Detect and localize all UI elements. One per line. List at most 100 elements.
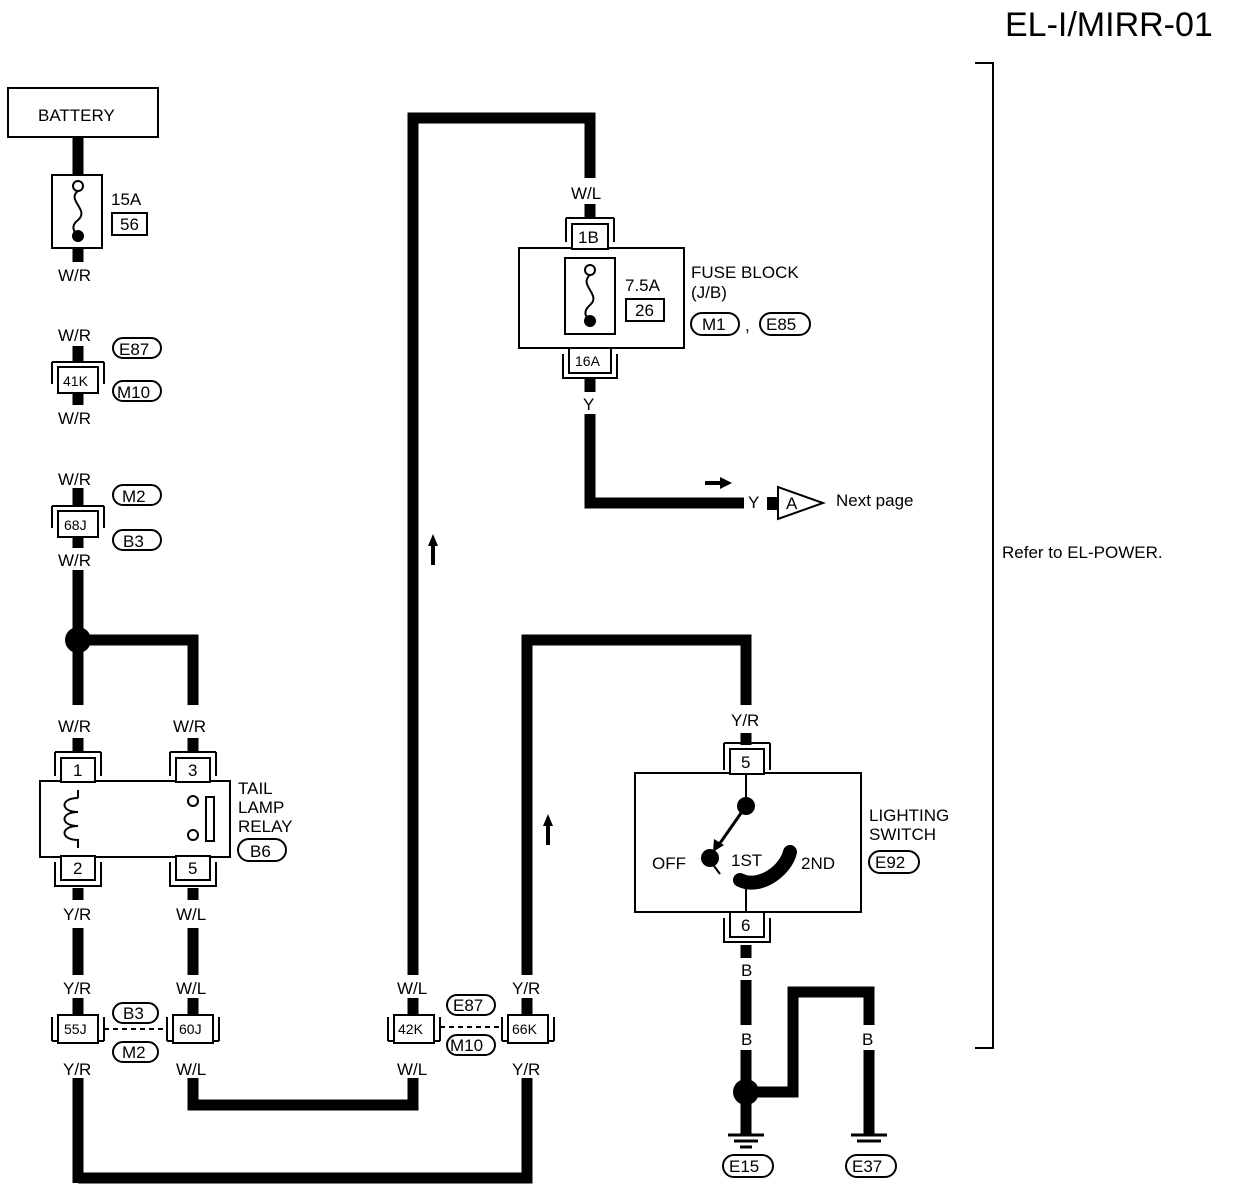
- wire-label-yr-3: Y/R: [63, 1060, 91, 1079]
- fuse-block-title-1: FUSE BLOCK: [691, 263, 799, 282]
- relay-pin1-label: 1: [73, 761, 82, 780]
- relay-title-1: TAIL: [238, 779, 273, 798]
- relay-pin1-box: [60, 757, 96, 783]
- relay-pin2-label: 2: [73, 859, 82, 878]
- connector-66k-pin: 66K: [512, 1021, 538, 1037]
- relay-contact-top: [187, 795, 199, 807]
- relay-pin1-housing: [54, 751, 102, 776]
- connector-42k-pin: 42K: [398, 1021, 424, 1037]
- page-id: EL-I/MIRR-01: [1005, 6, 1213, 44]
- conn-m10-label-2: M10: [450, 1036, 483, 1055]
- connector-60j-pin: 60J: [179, 1021, 202, 1037]
- next-page-ref: A: [786, 494, 798, 513]
- fuse-block-1b-housing: [565, 217, 615, 242]
- fuse-block-16a-label: 16A: [575, 353, 601, 369]
- conn-b3-tag: [112, 529, 162, 551]
- wire-b-ground-loop: [752, 986, 875, 1098]
- relay-switch-bar-icon: [205, 796, 215, 842]
- fuse-block-conn1-tag: [690, 312, 740, 336]
- fuse-block-1b-label: 1B: [578, 228, 599, 247]
- switch-off-contact: [701, 849, 719, 867]
- switch-pin6-box: [729, 911, 765, 938]
- next-page-arrow-icon: [777, 485, 826, 521]
- relay-body: [39, 780, 231, 858]
- switch-lever-icon: [716, 805, 748, 847]
- flow-arrow-right: [705, 477, 732, 489]
- wire-label-wl-5: W/L: [397, 1060, 427, 1079]
- connector-42k: 42K: [387, 1014, 441, 1044]
- switch-pos-1st: 1ST: [731, 851, 762, 870]
- fuse-26-top-terminal: [584, 264, 596, 276]
- conn-b3-label-2: B3: [123, 1004, 144, 1023]
- conn-m10-tag: [112, 380, 162, 402]
- relay-conn-tag: [237, 838, 287, 862]
- conn-b3-label: B3: [123, 532, 144, 551]
- relay-pin3-label: 3: [188, 761, 197, 780]
- conn-m10-tag-2: [446, 1034, 496, 1056]
- ground-e37-icon: [851, 1133, 887, 1143]
- wire-label-wl-2: W/L: [176, 979, 206, 998]
- conn-m2-tag-2: [112, 1041, 159, 1063]
- switch-pos-off: OFF: [652, 854, 686, 873]
- wire-wl-riser: [407, 112, 596, 975]
- relay-conn-label: B6: [250, 842, 271, 861]
- next-page-text: Next page: [836, 491, 914, 510]
- fuse-block-16a-housing: [562, 354, 618, 379]
- fuse-block-title-2: (J/B): [691, 283, 727, 302]
- relay-pin3-housing: [169, 751, 217, 776]
- wire-label-yr-1: Y/R: [63, 905, 91, 924]
- wire-label-yr-2: Y/R: [63, 979, 91, 998]
- wire-y-next: [584, 414, 744, 509]
- wire-label-b-2: B: [741, 1030, 752, 1049]
- connector-68j-pin: 68J: [64, 517, 87, 533]
- wire-label-b-1: B: [741, 961, 752, 980]
- conn-m10-label: M10: [117, 383, 150, 402]
- wire-label-wl-4: W/L: [397, 979, 427, 998]
- wire-label-y-1: Y: [583, 395, 594, 414]
- wire-label-yr-switch: Y/R: [731, 711, 759, 730]
- fuse-26-number-box: [625, 298, 665, 322]
- conn-e87-label-2: E87: [453, 996, 483, 1015]
- fuse-56-bottom-terminal: [72, 230, 84, 242]
- wire-yr-bottom-loop: [78, 1078, 533, 1184]
- wire-label-wl-3: W/L: [176, 1060, 206, 1079]
- ground-e15-icon: [728, 1133, 764, 1149]
- connector-68j: 68J: [51, 505, 105, 538]
- splice-wr: [65, 627, 91, 653]
- fuse-block-1b-box: [571, 223, 609, 250]
- switch-pin6-label: 6: [741, 916, 750, 935]
- wire-label-yr-5: Y/R: [512, 1060, 540, 1079]
- fuse-26-rating: 7.5A: [625, 276, 661, 295]
- wire-label-wr-1: W/R: [58, 266, 91, 285]
- switch-pin6-housing: [723, 918, 771, 943]
- ground-e37-label: E37: [852, 1157, 882, 1176]
- switch-pin5-housing: [723, 742, 771, 770]
- wire-label-b-4: B: [862, 1030, 873, 1049]
- fuse-26-number: 26: [635, 301, 654, 320]
- conn-m2-tag: [112, 484, 162, 506]
- refer-note: Refer to EL-POWER.: [1002, 543, 1163, 562]
- next-page-terminal: [767, 497, 777, 510]
- switch-off-mark: [713, 865, 721, 875]
- wire-yr-riser: [521, 634, 752, 975]
- wire-label-wr-5: W/R: [58, 551, 91, 570]
- splice-ground: [733, 1079, 759, 1105]
- switch-title-1: LIGHTING: [869, 806, 949, 825]
- lighting-switch-body: [634, 772, 862, 913]
- conn-b3-tag-2: [112, 1002, 159, 1024]
- relay-pin5-label: 5: [188, 859, 197, 878]
- fuse-block-conn2-label: E85: [766, 315, 796, 334]
- relay-pin5-box: [175, 855, 211, 881]
- fuse-block-conn-sep: ,: [745, 316, 750, 335]
- wire-label-wr-7: W/R: [173, 717, 206, 736]
- conn-e87-tag: [112, 337, 162, 359]
- fuse-56-rating: 15A: [111, 190, 142, 209]
- wire-splice-relay-3: [78, 634, 199, 705]
- next-page-wire-color: Y: [748, 493, 759, 512]
- fuse-56-number-box: [111, 212, 148, 236]
- flow-arrow-up-2: [543, 814, 553, 845]
- connector-60j: 60J: [166, 1014, 220, 1044]
- fuse-block-conn2-tag: [759, 312, 811, 336]
- connector-55j: 55J: [51, 1014, 105, 1044]
